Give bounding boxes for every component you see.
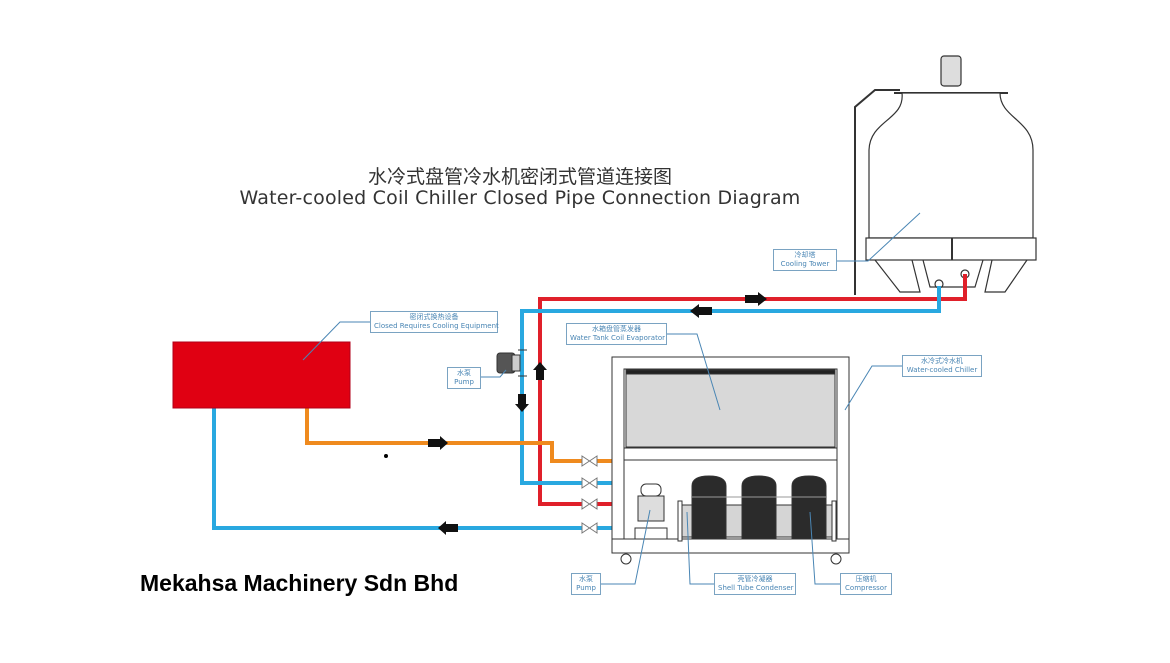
label-cn: 冷却塔	[794, 251, 816, 259]
external-pump	[496, 349, 527, 377]
callout-lines	[302, 212, 921, 585]
label-en: Water Tank Coil Evaporator	[570, 334, 665, 342]
process-pipe-out	[305, 408, 583, 463]
valves[interactable]	[581, 455, 598, 534]
label-evaporator: 水箱盘管蒸发器 Water Tank Coil Evaporator	[566, 323, 667, 345]
label-chiller: 水冷式冷水机 Water-cooled Chiller	[902, 355, 982, 377]
process-pipe-return	[212, 408, 583, 530]
label-cn: 水泵	[579, 575, 593, 583]
label-cn: 压缩机	[855, 575, 877, 583]
evaporator-tank	[625, 370, 836, 448]
label-en: Water-cooled Chiller	[906, 366, 978, 374]
arrow-up-icon	[533, 362, 547, 380]
cold-pipe-tower	[520, 286, 941, 485]
label-cn: 水冷式冷水机	[921, 357, 963, 365]
pipes	[212, 274, 967, 530]
label-compressor: 压缩机 Compressor	[840, 573, 892, 595]
label-pump-external: 水泵 Pump	[447, 367, 481, 389]
diagram-title-en: Water-cooled Coil Chiller Closed Pipe Co…	[239, 187, 801, 209]
label-en: Compressor	[845, 584, 887, 592]
label-condenser: 壳管冷凝器 Shell Tube Condenser	[714, 573, 796, 595]
valve-icon	[581, 498, 598, 510]
tower-fan-motor	[940, 55, 962, 87]
label-cn: 水泵	[457, 369, 471, 377]
label-pump-internal: 水泵 Pump	[571, 573, 601, 595]
valve-icon	[581, 522, 598, 534]
closed-cooling-equipment	[172, 341, 351, 409]
arrow-right-icon	[428, 436, 448, 450]
label-cn: 壳管冷凝器	[737, 575, 773, 583]
arrow-right-icon	[745, 292, 767, 306]
tower-body	[868, 92, 1034, 239]
label-cn: 密闭式换热设备	[409, 313, 459, 321]
label-en: Pump	[576, 584, 596, 592]
label-cn: 水箱盘管蒸发器	[592, 325, 641, 333]
valve-icon	[581, 455, 598, 467]
compressor	[741, 475, 777, 540]
hot-pipe-tower	[538, 274, 967, 506]
arrow-left-icon	[690, 304, 712, 318]
label-en: Cooling Tower	[780, 260, 830, 268]
compressor	[791, 475, 827, 540]
label-en: Pump	[454, 378, 474, 386]
label-cooling-tower: 冷却塔 Cooling Tower	[773, 249, 837, 271]
tower-ladder	[854, 89, 900, 295]
cooling-tower	[854, 55, 1037, 295]
compressor	[691, 475, 727, 540]
tower-legs	[874, 259, 1028, 293]
label-en: Shell Tube Condenser	[718, 584, 794, 592]
company-name: Mekahsa Machinery Sdn Bhd	[140, 570, 459, 596]
flow-arrows	[428, 292, 767, 535]
arrow-left-icon	[438, 521, 458, 535]
valve-icon	[581, 477, 598, 489]
label-en: Closed Requires Cooling Equipment	[374, 322, 499, 330]
water-cooled-chiller	[611, 356, 850, 565]
dot-marker	[384, 454, 388, 458]
arrow-down-icon	[515, 394, 529, 412]
diagram-title-cn: 水冷式盘管冷水机密闭式管道连接图	[367, 166, 672, 188]
label-closed-equipment: 密闭式换热设备 Closed Requires Cooling Equipmen…	[370, 311, 499, 333]
